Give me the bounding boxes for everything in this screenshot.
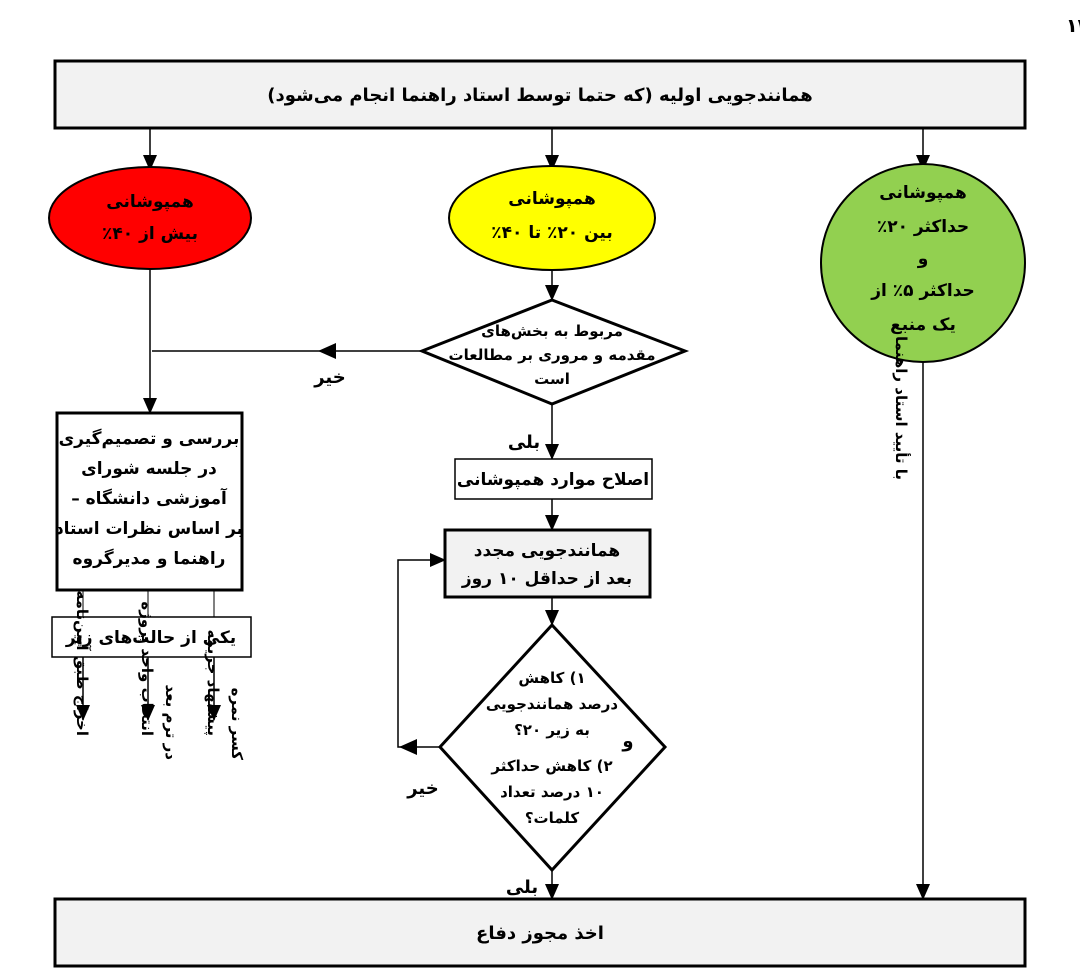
diamond2-line6: ۱۰ درصد تعداد [500, 783, 604, 801]
council-decision-box [55, 411, 244, 592]
page-title: شرایط اخذ مجوز دفاع بر اساس نتیجه همانند… [1066, 15, 1080, 37]
diamond2-line7: کلمات؟ [525, 809, 580, 827]
diamond1-line1: مربوط به بخش‌های [481, 322, 623, 340]
council-line4: بر اساس نظرات استاد [55, 519, 243, 539]
loop-diamond2-no-head [399, 739, 417, 755]
yellow-overlap-circle [448, 165, 656, 271]
outcome-project-line2: در ترم بعد [162, 685, 180, 761]
green-circle-line1: همپوشانی [879, 183, 966, 203]
diamond2-no-label: خیر [406, 778, 439, 799]
red-overlap-circle [48, 166, 252, 270]
initial-check-box [53, 59, 1027, 130]
recheck-line2: بعد از حداقل ۱۰ روز [461, 569, 632, 589]
diamond2-line2: درصد همانندجویی [486, 695, 619, 713]
yellow-circle-line2: بین ۲۰٪ تا ۴۰٪ [491, 223, 612, 243]
fix-overlap-label: اصلاح موارد همپوشانی [457, 470, 649, 490]
council-line3: آموزشی دانشگاه – [71, 487, 228, 509]
diamond1-yes-label: بلی [508, 432, 540, 453]
initial-check-label: همانندجویی اولیه (که حتما توسط استاد راه… [267, 85, 812, 106]
green-circle-line3: و [917, 249, 929, 269]
defense-permit-label: اخذ مجوز دفاع [476, 923, 604, 944]
cases-label: یکی از حالت‌های زیر [65, 628, 236, 648]
council-line5: راهنما و مدیرگروه [73, 548, 226, 569]
council-line2: در جلسه شورای [81, 459, 217, 479]
fix-overlap-box [454, 458, 653, 500]
outcome-project-line1: انتخاب واحد پروژه [137, 601, 156, 736]
green-circle-line4: حداکثر ۵٪ از [870, 281, 975, 301]
recheck-line1: همانندجویی مجدد [474, 541, 620, 561]
diamond2-line5: ۲) کاهش حداکثر [490, 757, 612, 775]
diamond1-no-label: خیر [313, 367, 346, 388]
green-circle-line5: یک منبع [890, 315, 956, 335]
diamond2-yes-label: بلی [506, 877, 538, 898]
cases-box [51, 616, 252, 658]
loop-diamond2-no [397, 553, 446, 748]
diamond2-line3: به زیر ۲۰؟ [514, 721, 590, 739]
council-line1: بررسی و تصمیم‌گیری [59, 428, 240, 449]
diamond2-line4: و [621, 731, 633, 752]
yellow-circle-line1: همپوشانی [508, 189, 595, 209]
defense-permit-box [53, 897, 1027, 968]
advisor-approval-label: با تأیید استاد راهنما [892, 336, 911, 480]
green-circle-line2: حداکثر ۲۰٪ [877, 217, 969, 237]
arrow-diamond1-no-head [318, 343, 336, 359]
outcome-expel-label: اخراج طبق آیین‌نامه [73, 591, 91, 737]
diamond2-line1: ۱) کاهش [518, 669, 585, 687]
outcome-penalty-line2: کسر نمره [228, 688, 246, 761]
red-circle-line2: بیش از ۴۰٪ [102, 224, 198, 244]
diamond1-line2: مقدمه و مروری بر مطالعات [449, 346, 656, 364]
diamond1-line3: است [534, 370, 570, 388]
red-circle-line1: همپوشانی [106, 192, 193, 212]
outcome-penalty-line1: پیشنهاد جریمه [203, 629, 222, 736]
